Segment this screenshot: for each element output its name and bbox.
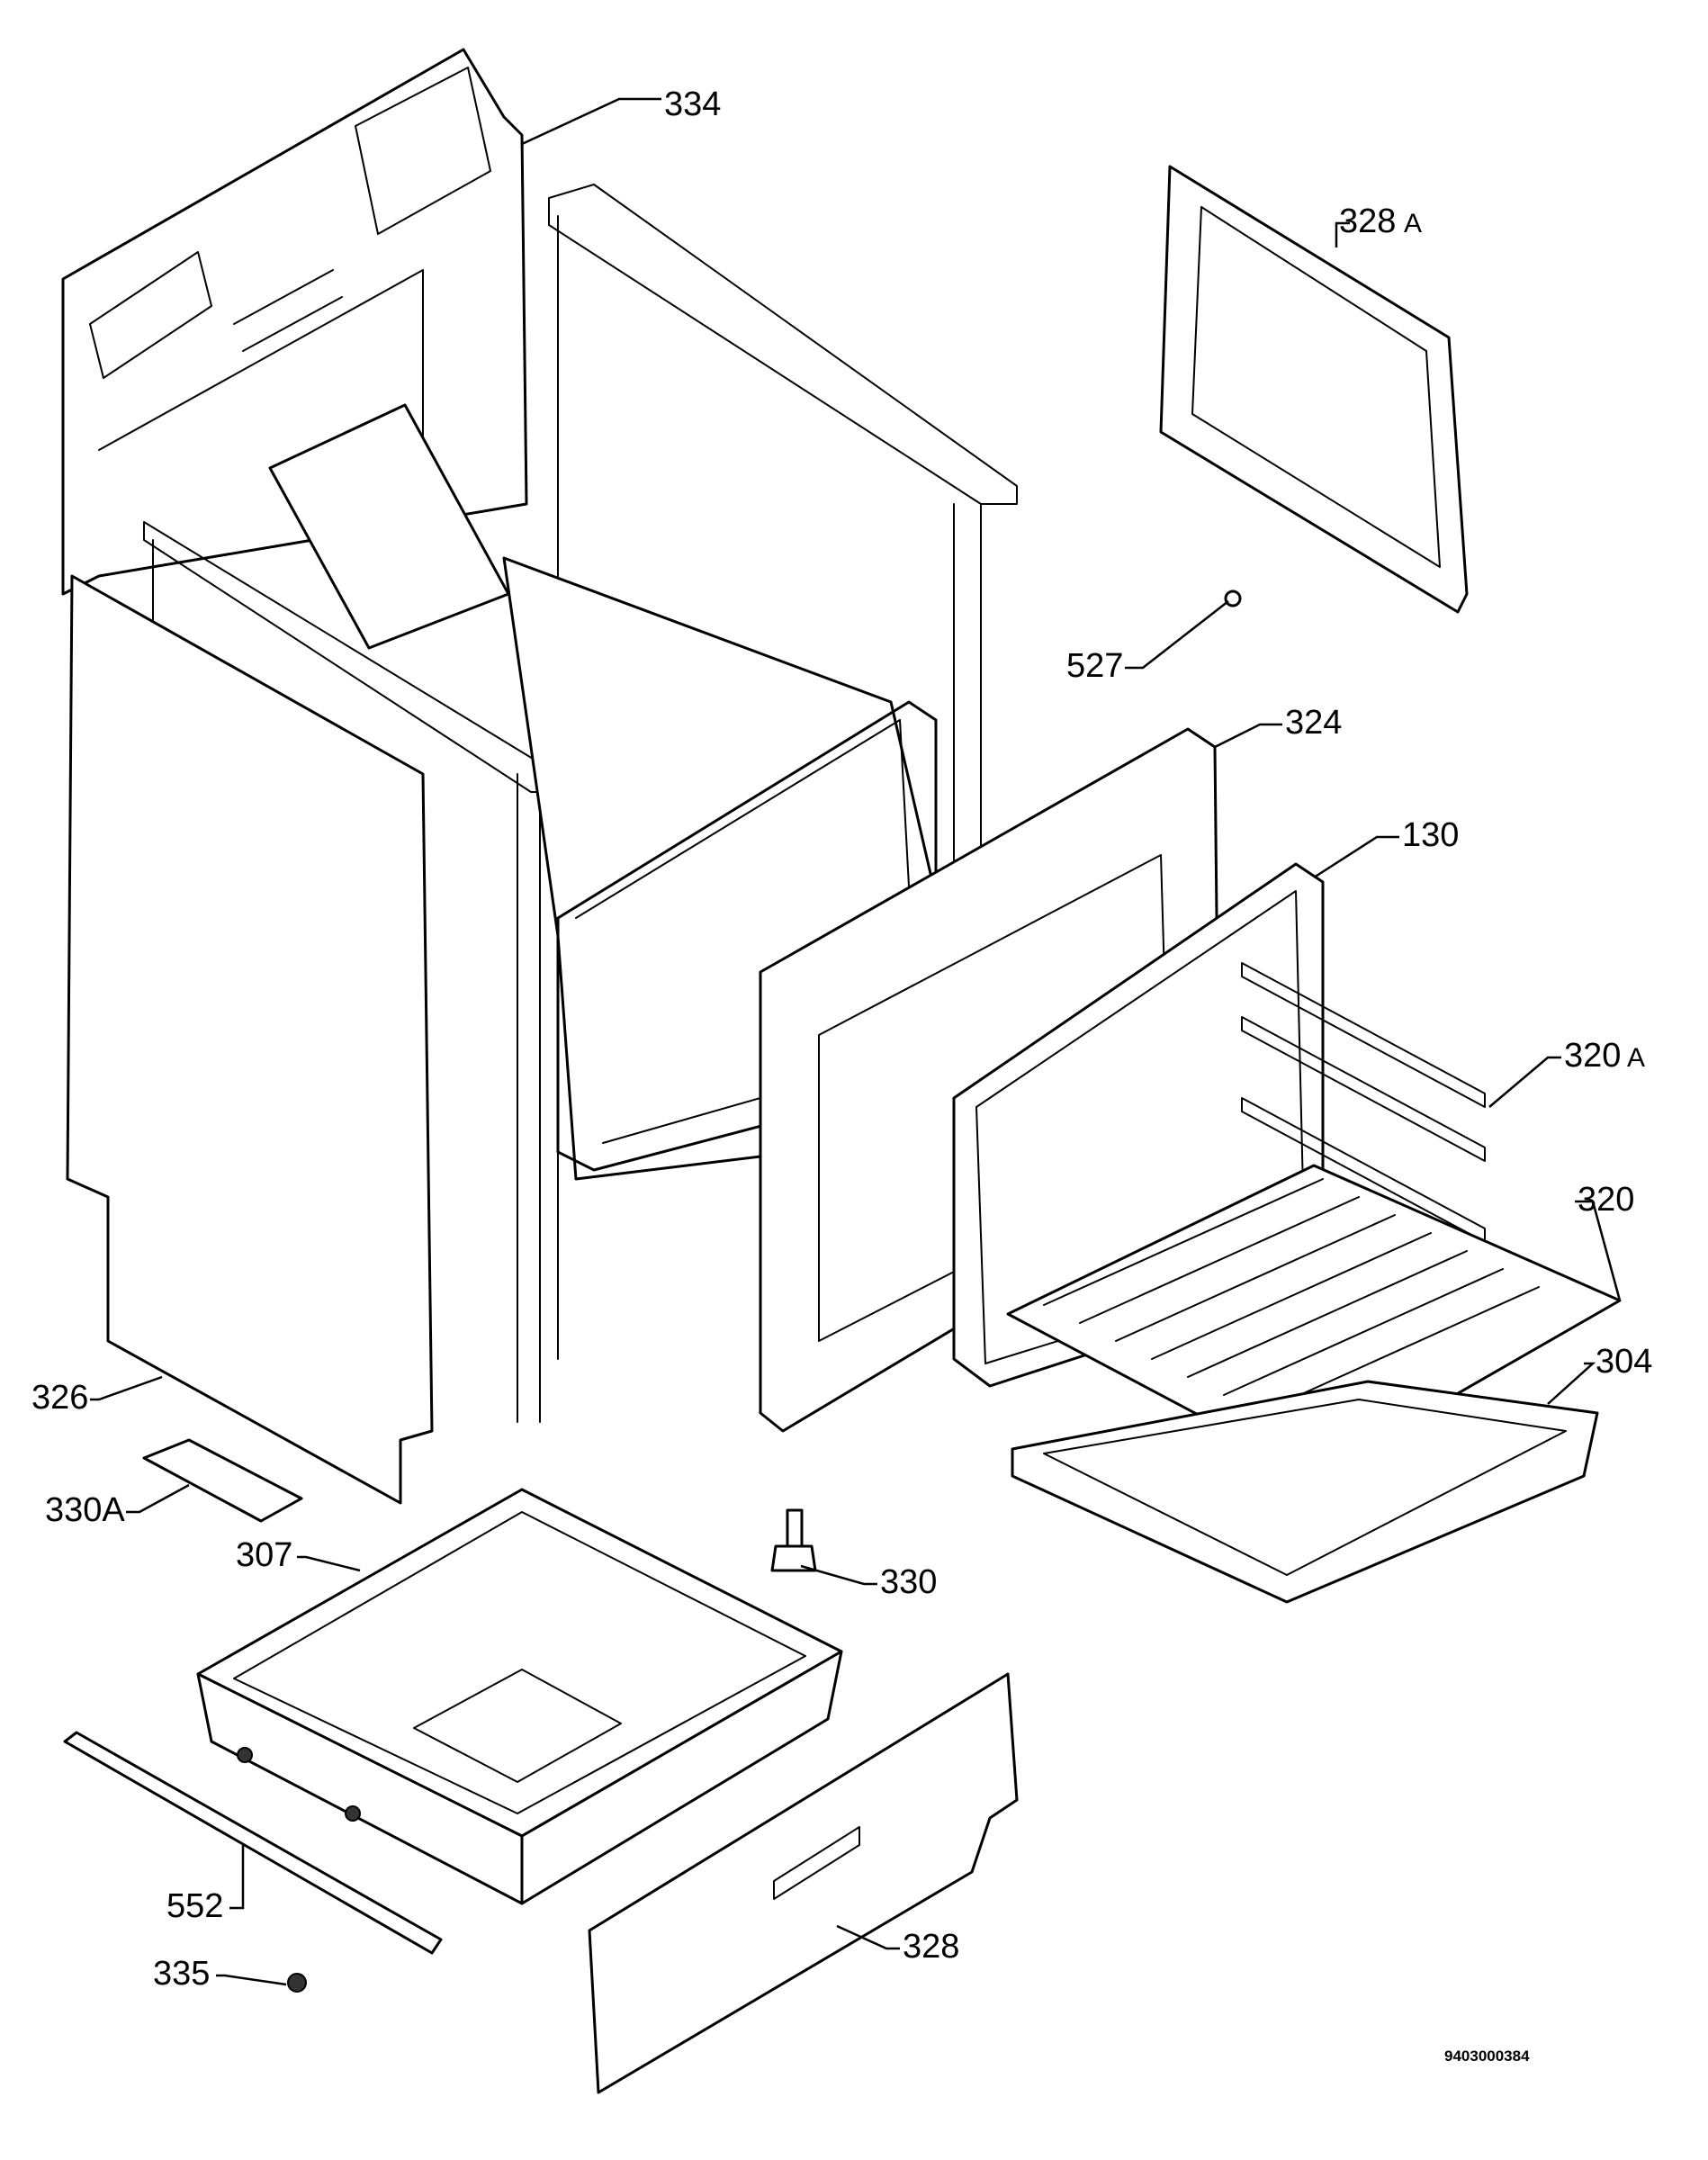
callout-326: 326 — [31, 1379, 88, 1417]
callout-328: 328 — [903, 1928, 959, 1966]
callout-320a: 320 — [1564, 1037, 1621, 1075]
callout-334: 334 — [664, 86, 721, 123]
part-307-drawer-tub — [196, 1488, 843, 1905]
part-328-drawer-front — [588, 1672, 1019, 2094]
callout-330a: 330A — [45, 1491, 125, 1529]
drawing-number: 9403000384 — [1444, 2048, 1530, 2065]
part-552-runner-rail — [63, 1731, 443, 1955]
callout-527: 527 — [1066, 647, 1123, 685]
part-328a-door-glass — [1159, 165, 1469, 614]
callout-labels: 334 328 A 527 324 130 320 A 320 304 326 … — [31, 86, 1652, 2065]
callout-307: 307 — [236, 1536, 292, 1574]
part-304-baking-tray — [1011, 1380, 1599, 1604]
callout-320: 320 — [1578, 1181, 1634, 1219]
part-335-screw — [287, 1973, 307, 1993]
callout-130: 130 — [1402, 816, 1459, 854]
part-330a-bracket — [142, 1438, 303, 1523]
callout-552: 552 — [166, 1887, 223, 1925]
leader-lines — [90, 97, 1622, 1986]
callout-320a-suffix: A — [1627, 1043, 1645, 1073]
callout-328a: 328 — [1339, 202, 1396, 240]
callout-328a-suffix: A — [1404, 209, 1422, 238]
part-326-side-panel — [66, 574, 434, 1505]
callout-324: 324 — [1285, 704, 1342, 742]
callout-335: 335 — [153, 1955, 210, 1993]
part-330-bolt — [770, 1508, 817, 1572]
part-527-screw — [1224, 590, 1242, 608]
callout-330: 330 — [880, 1563, 937, 1601]
callout-304: 304 — [1596, 1343, 1652, 1381]
